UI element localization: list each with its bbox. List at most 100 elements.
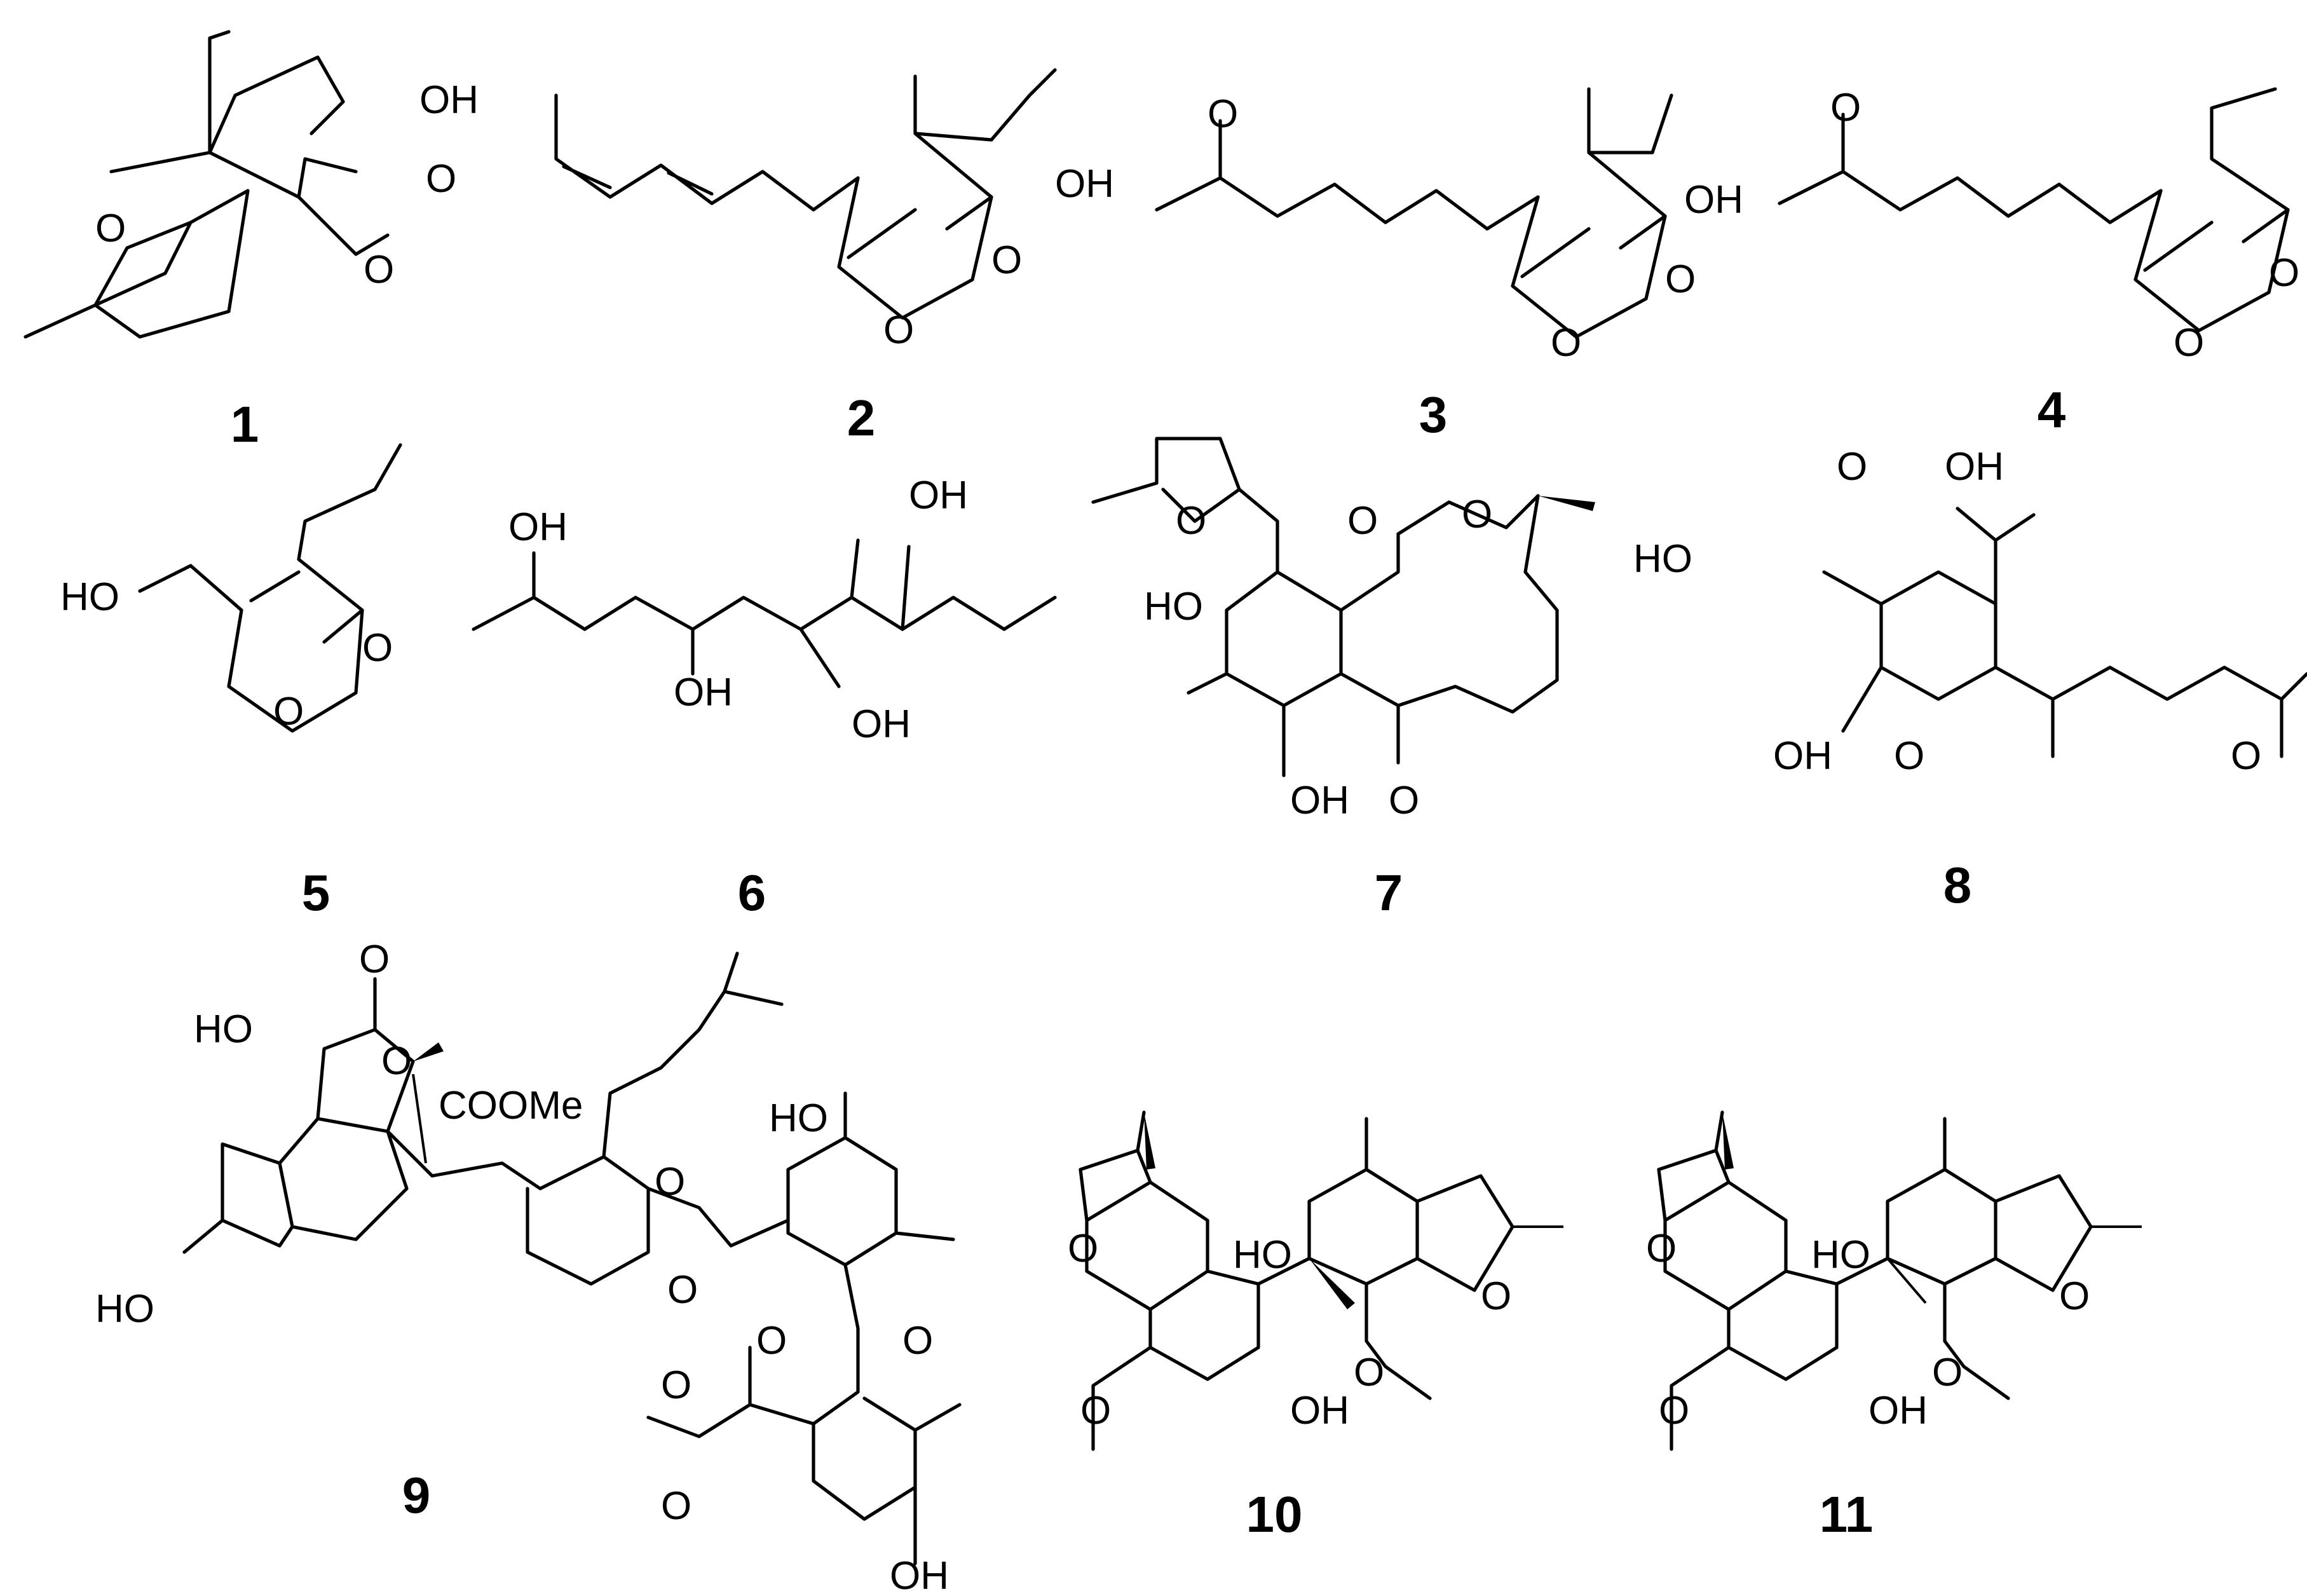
compound-1-bonds [24, 189, 250, 339]
compound-4-atom: O [2174, 321, 2204, 365]
compound-5-bonds [138, 443, 402, 733]
compound-10-wedge [1309, 1258, 1355, 1309]
compound-11-bonds [1657, 1110, 1788, 1311]
compound-8-atom: O [1837, 445, 1867, 489]
compound-9-atom: O [902, 1319, 933, 1363]
compound-5-atom: O [273, 690, 304, 733]
compound-9-atom: O [381, 1039, 412, 1083]
compound-7-atom: O [1389, 779, 1419, 822]
compound-3-label: 3 [1419, 386, 1448, 443]
compound-10-atom: O [1068, 1227, 1098, 1271]
compound-2-structure: OH O O 2 [554, 68, 1114, 446]
compound-5-atom: HO [60, 575, 119, 619]
compound-10-atom: O [1080, 1389, 1111, 1433]
compound-3-bonds [1511, 87, 1667, 339]
compound-6-structure: OH OH OH OH 6 [472, 474, 1057, 921]
compound-1-bonds [109, 30, 345, 174]
compound-2-atom: O [991, 238, 1022, 282]
compound-10-bonds [1091, 1269, 1260, 1451]
compound-3-structure: O OH O O 3 [1155, 87, 1743, 443]
compound-1-structure: OH O O O 1 [24, 30, 479, 453]
compound-9-atom: O [661, 1363, 691, 1407]
compound-11-atom: O [1659, 1389, 1689, 1433]
compound-5-structure: HO O O 5 [60, 443, 402, 921]
compound-9-atom: O [756, 1319, 787, 1363]
compound-9-bonds [278, 977, 415, 1241]
compound-7-wedge [1538, 496, 1595, 511]
compound-3-atom: OH [1684, 178, 1743, 222]
compound-5-label: 5 [302, 864, 330, 921]
compound-10-bonds [1364, 1282, 1432, 1400]
compound-7-atom: HO [1144, 585, 1203, 629]
compound-6-atom: OH [674, 671, 733, 714]
compound-9-bonds [602, 951, 790, 1248]
compound-10-structure: O HO O O O OH 10 [1068, 1110, 1563, 1543]
compound-4-bonds [2242, 208, 2290, 243]
compound-6-bonds [532, 538, 911, 688]
compound-5-atom: O [362, 626, 393, 670]
compound-7-bonds [1339, 494, 1559, 765]
compound-9-atom: O [359, 938, 390, 981]
compound-10-atom: OH [1290, 1389, 1349, 1433]
compound-4-label: 4 [2038, 381, 2066, 438]
compound-1-bonds [208, 151, 390, 256]
compound-9-atom: O [661, 1484, 691, 1528]
compound-4-bonds [1778, 113, 2163, 224]
compound-8-atom: OH [1773, 734, 1832, 778]
compound-9-atom: HO [95, 1287, 154, 1331]
compound-8-atom: HO [1633, 537, 1692, 581]
compound-4-bonds [2133, 87, 2290, 332]
compound-8-bonds [1994, 665, 2307, 758]
compound-9-atom: HO [769, 1096, 828, 1140]
compound-11-bonds [1670, 1269, 1839, 1451]
compound-10-atom: HO [1233, 1233, 1292, 1277]
compound-9-bonds [646, 1327, 962, 1565]
compound-10-atom: O [1481, 1274, 1511, 1318]
compound-8-atom: O [1894, 734, 1924, 778]
compound-9-bonds [786, 1091, 955, 1330]
compound-10-bonds [1079, 1110, 1209, 1311]
compound-9-atom: COOMe [439, 1084, 583, 1128]
compound-7-atom: O [1462, 493, 1492, 536]
compound-7-atom: OH [1290, 779, 1349, 822]
compound-11-atom: O [1646, 1227, 1677, 1271]
compound-8-atom: OH [1945, 445, 2004, 489]
compound-10-label: 10 [1246, 1486, 1303, 1543]
compound-8-label: 8 [1943, 857, 1972, 913]
compound-11-atom: HO [1811, 1233, 1870, 1277]
compound-9-label: 9 [402, 1467, 431, 1524]
compound-11-bonds [1943, 1282, 2010, 1400]
compound-1-label: 1 [231, 396, 259, 453]
compound-2-bonds [837, 74, 993, 320]
compound-8-bonds [1879, 507, 2036, 701]
compound-7-label: 7 [1375, 864, 1403, 921]
compound-11-atom: O [1932, 1351, 1963, 1395]
compound-2-label: 2 [847, 390, 876, 446]
compound-9-atom: O [667, 1268, 698, 1312]
compound-9-atom: O [655, 1160, 685, 1204]
compound-4-atom: O [1830, 86, 1861, 130]
compound-2-atom: O [883, 308, 914, 352]
compound-6-label: 6 [738, 864, 766, 921]
compound-9-bonds [386, 1129, 650, 1286]
compound-4-structure: O O O 4 [1778, 86, 2299, 438]
compound-4-atom: O [2269, 251, 2299, 295]
compound-1-atom: O [364, 248, 394, 292]
compound-3-atom: O [1665, 257, 1696, 301]
compound-1-atom: O [426, 157, 456, 201]
compound-11-atom: OH [1868, 1389, 1928, 1433]
compound-10-wedge [1144, 1112, 1155, 1170]
compound-8-structure: O OH HO OH O O 8 [1633, 445, 2307, 913]
compound-11-wedge [1722, 1112, 1734, 1170]
compound-9-hash [412, 1074, 427, 1164]
compound-3-bonds [1587, 93, 1673, 250]
compound-3-bonds [1155, 119, 1540, 231]
compound-7-bonds [1225, 488, 1343, 707]
compound-11-structure: O HO O O O OH 11 [1646, 1110, 2142, 1543]
compound-10-atom: O [1354, 1351, 1384, 1395]
compound-7-bonds [1091, 437, 1241, 523]
compound-9-wedge [413, 1042, 444, 1061]
compound-8-bonds [1822, 570, 1883, 733]
compound-11-label: 11 [1820, 1486, 1874, 1543]
